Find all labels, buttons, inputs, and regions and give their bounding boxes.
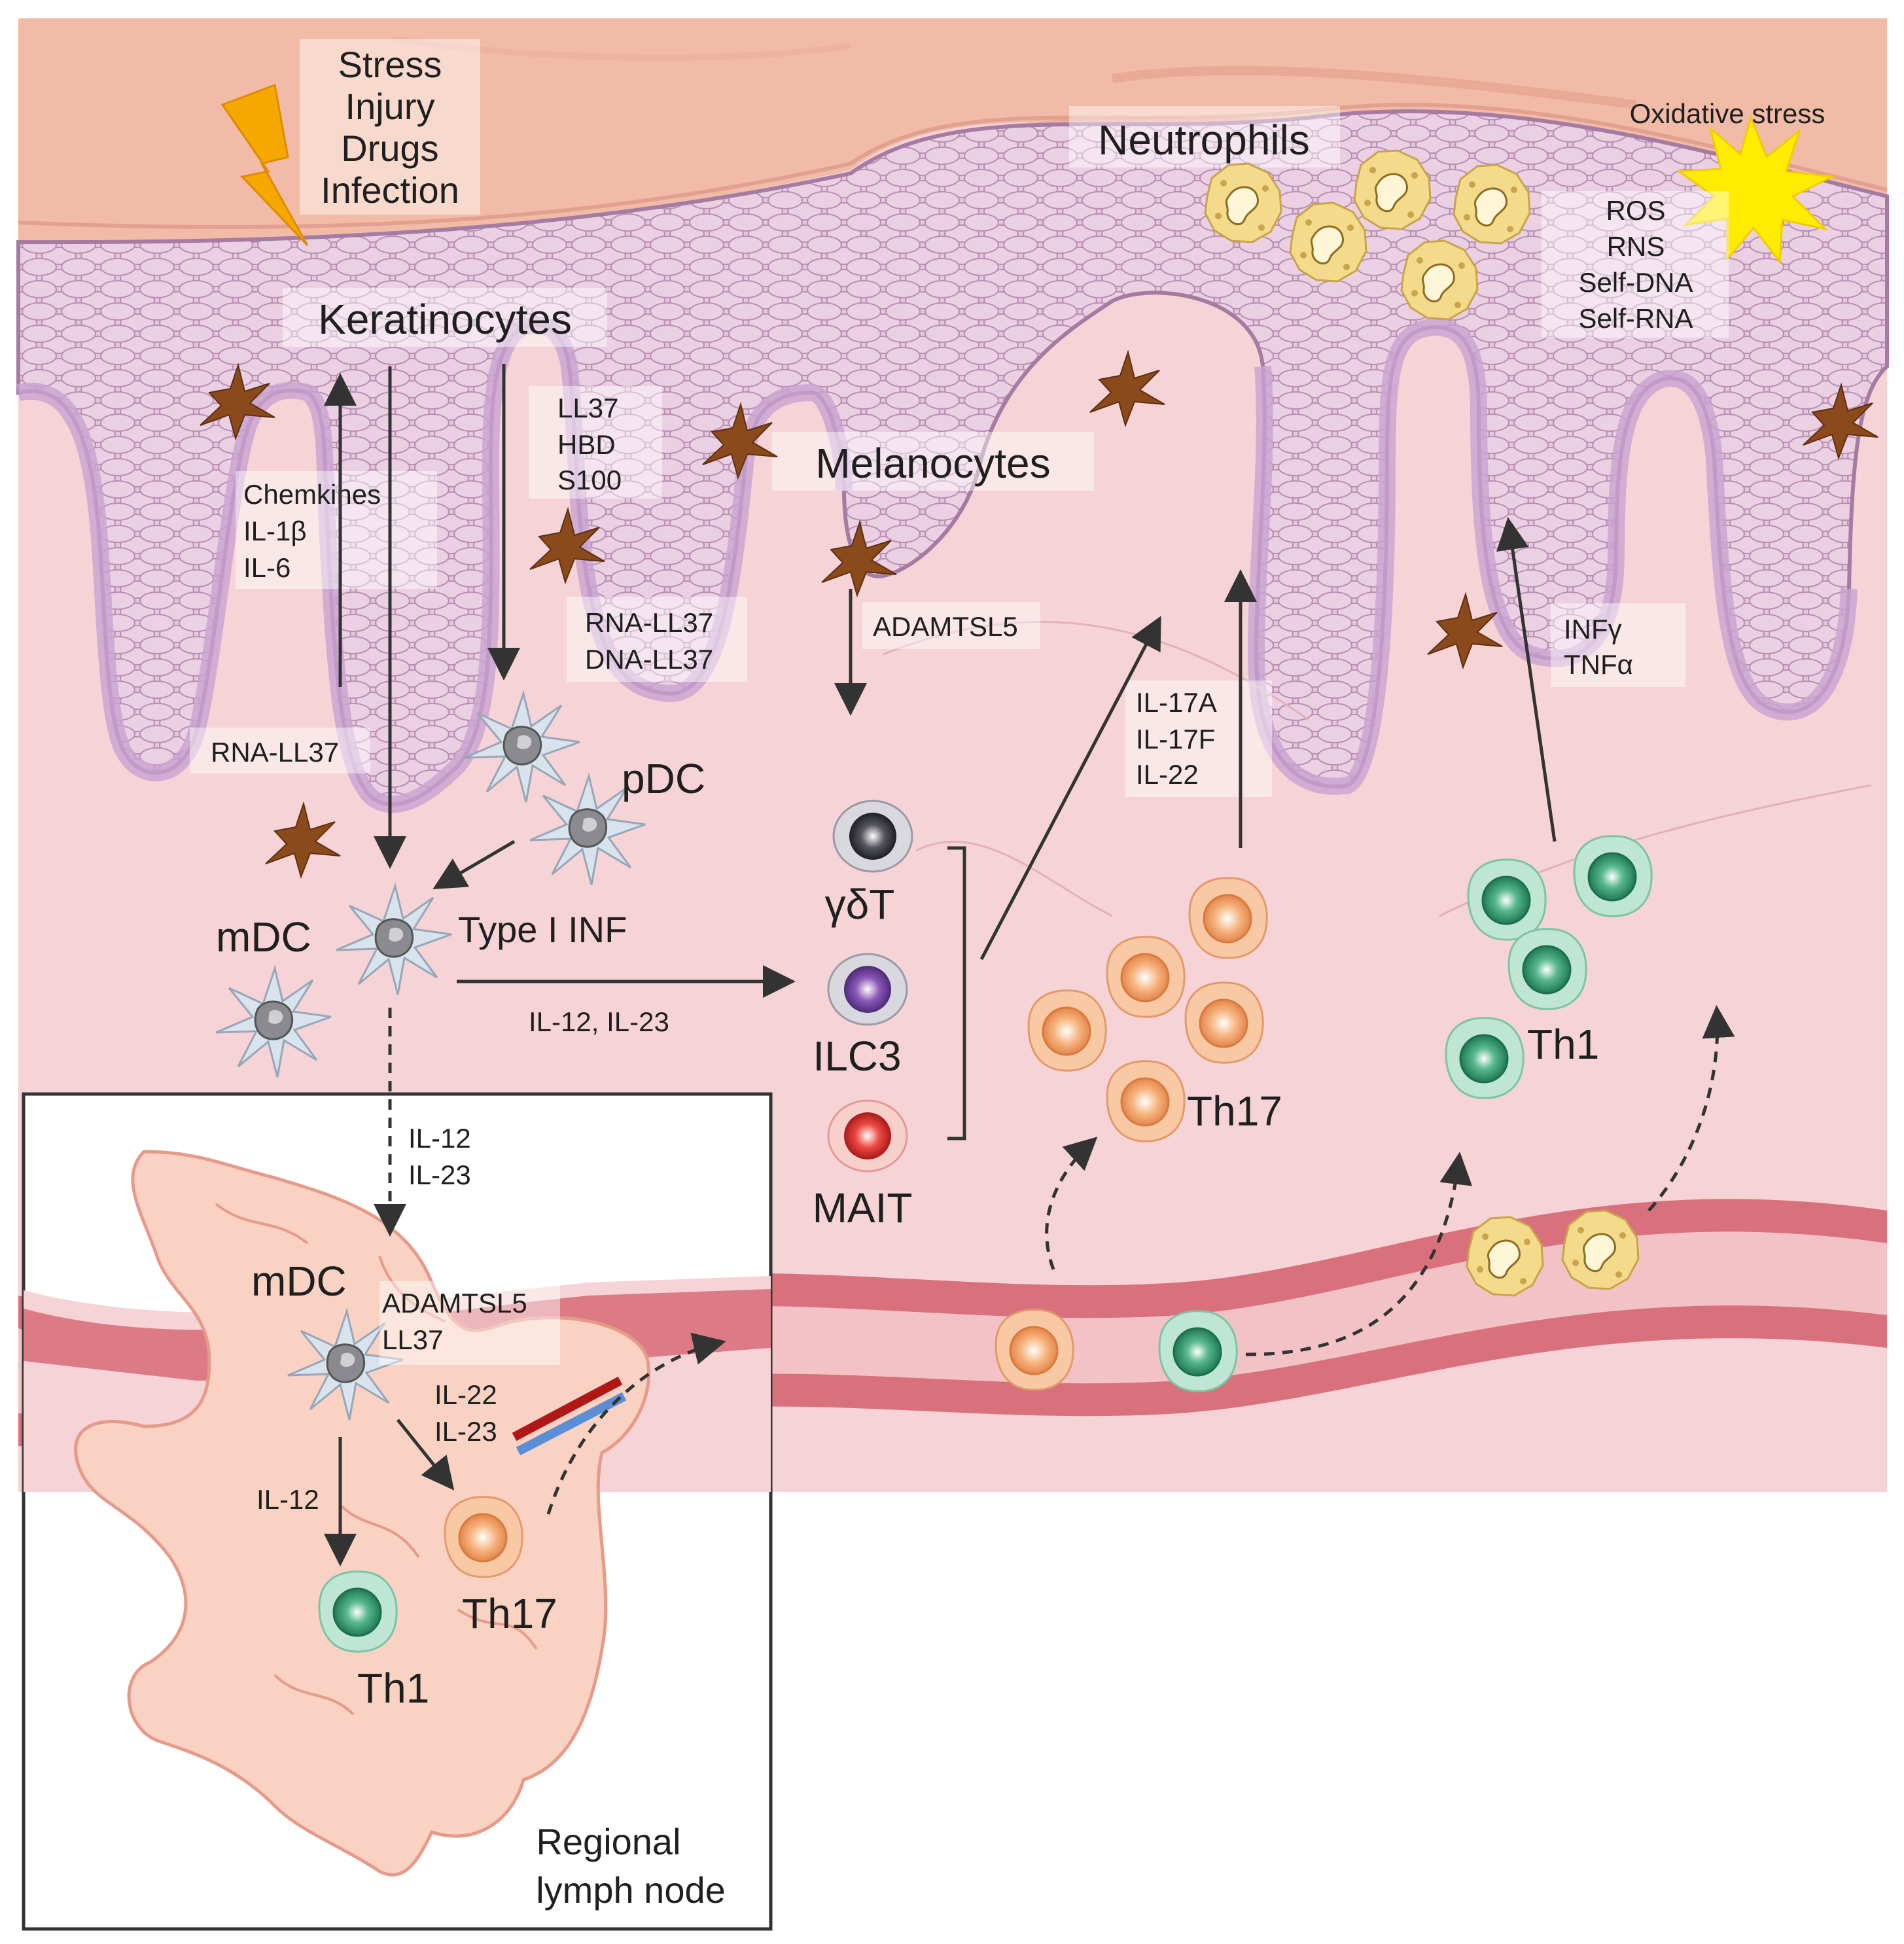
- arrows-upper: [324, 364, 1735, 1356]
- keratinocytes-label: Keratinocytes: [318, 296, 572, 343]
- il12-il23-label: IL-12, IL-23: [529, 1006, 669, 1037]
- lymph-node-panel: [22, 1092, 773, 1931]
- keratinocyte-labels: Keratinocytes Melanocytes: [200, 288, 1878, 877]
- th17-cluster: Th17: [995, 877, 1282, 1391]
- melanocytes-label: Melanocytes: [815, 440, 1050, 487]
- self-rna-label: Self-RNA: [1578, 303, 1693, 334]
- self-dna-label: Self-DNA: [1578, 267, 1693, 298]
- dna-ll37-complex-label: DNA-LL37: [585, 644, 713, 675]
- tcr-red-bar: [512, 1376, 623, 1441]
- neutrophil-icon: [1453, 164, 1531, 245]
- ln-adamtsl5-label: ADAMTSL5: [382, 1288, 527, 1318]
- rns-label: RNS: [1607, 231, 1665, 262]
- th17-cell-icon: [1106, 1060, 1186, 1142]
- th17-cell-icon: [1027, 989, 1107, 1072]
- th17-label: Th17: [1187, 1087, 1282, 1135]
- mait-label: MAIT: [813, 1184, 913, 1231]
- ln-il23b-label: IL-23: [434, 1416, 497, 1447]
- ln-il12-single-label: IL-12: [256, 1484, 319, 1515]
- th17-cell-icon: [1188, 877, 1268, 959]
- adamtsl5-label: ADAMTSL5: [873, 611, 1018, 642]
- trigger-stress: Stress: [338, 44, 442, 85]
- type1-inf-label: Type I INF: [458, 909, 627, 950]
- th1-cell-icon: [1158, 1310, 1238, 1392]
- trigger-group: Stress Injury Drugs Infection: [220, 39, 480, 247]
- ln-th17-cell-icon: [444, 1496, 523, 1578]
- th1-cell-icon: [1445, 1017, 1525, 1099]
- lymph-node-title-line1: Regional: [536, 1821, 680, 1862]
- gdt-label: γδT: [825, 881, 895, 928]
- ln-th17-label: Th17: [462, 1590, 557, 1637]
- th17-cell-icon: [1106, 936, 1186, 1018]
- keratinocyte-cytokines: Chemkines IL-1β IL-6 LL37 HBD S100 RNA-L…: [190, 386, 1685, 797]
- rna-ll37-complex-label: RNA-LL37: [585, 607, 713, 638]
- ln-il12-label: IL-12: [408, 1123, 471, 1154]
- il6-label: IL-6: [243, 552, 291, 583]
- th1-cell-icon: [1507, 928, 1587, 1010]
- il22-label: IL-22: [1136, 759, 1199, 790]
- ln-mdc-label: mDC: [251, 1258, 347, 1305]
- ros-label: ROS: [1606, 195, 1665, 226]
- neutrophils-group: Neutrophils: [1069, 106, 1640, 1297]
- oxidative-stress-label: Oxidative stress: [1630, 98, 1825, 129]
- mdc-label: mDC: [216, 913, 311, 961]
- hbd-label: HBD: [557, 429, 616, 460]
- tcr-blue-bar: [516, 1392, 627, 1456]
- ln-il22-label: IL-22: [434, 1379, 497, 1410]
- th1-cell-icon: [1573, 835, 1653, 917]
- tnfa-label: TNFα: [1564, 649, 1633, 680]
- il17a-label: IL-17A: [1136, 687, 1217, 718]
- ln-th1-cell-icon: [318, 1570, 398, 1653]
- trigger-drugs: Drugs: [341, 128, 438, 169]
- il17f-label: IL-17F: [1136, 724, 1215, 754]
- lymph-node-title-line2: lymph node: [536, 1869, 726, 1911]
- innate-lymphocytes: γδT ILC3 MAIT: [813, 800, 913, 1231]
- oxidative-stress-group: Oxidative stress ROS RNS Self-DNA Self-R…: [1542, 98, 1836, 338]
- th17-cell-icon: [1184, 981, 1264, 1064]
- ll37-label: LL37: [557, 393, 618, 423]
- neutrophil-icon: [1561, 1209, 1640, 1290]
- neutrophil-icon: [1353, 149, 1432, 230]
- neutrophil-icon: [1466, 1216, 1544, 1297]
- rna-ll37-label: RNA-LL37: [211, 737, 339, 768]
- ln-il23-label: IL-23: [408, 1159, 471, 1190]
- lymph-node-content: IL-12 IL-23 mDC ADAMTSL5 LL37 IL-22 IL-2…: [251, 1008, 726, 1911]
- lightning-icon: [220, 83, 309, 247]
- trigger-infection: Infection: [321, 169, 459, 211]
- th1-cluster: Th1: [1158, 835, 1653, 1392]
- ln-th1-label: Th1: [357, 1665, 429, 1712]
- neutrophils-label: Neutrophils: [1098, 116, 1310, 164]
- chemokines-label: Chemkines: [243, 479, 381, 510]
- pdc-label: pDC: [622, 755, 705, 802]
- neutrophil-icon: [1289, 202, 1367, 283]
- neutrophil-icon: [1400, 239, 1479, 321]
- ilc3-label: ILC3: [813, 1033, 901, 1080]
- th17-cell-icon: [995, 1309, 1074, 1391]
- ln-ll37-label: LL37: [382, 1324, 443, 1355]
- dendritic-cells: pDC mDC Type I INF IL-12, IL-23: [215, 692, 705, 1078]
- star-icon: [1676, 115, 1836, 265]
- s100-label: S100: [557, 465, 622, 495]
- th1-cell-icon: [1467, 858, 1547, 941]
- trigger-injury: Injury: [345, 86, 435, 127]
- il1b-label: IL-1β: [243, 516, 307, 546]
- lymph-node: [74, 1150, 650, 1877]
- neutrophil-icon: [1204, 162, 1282, 243]
- th1-label: Th1: [1527, 1021, 1599, 1068]
- infg-label: INFγ: [1564, 614, 1622, 645]
